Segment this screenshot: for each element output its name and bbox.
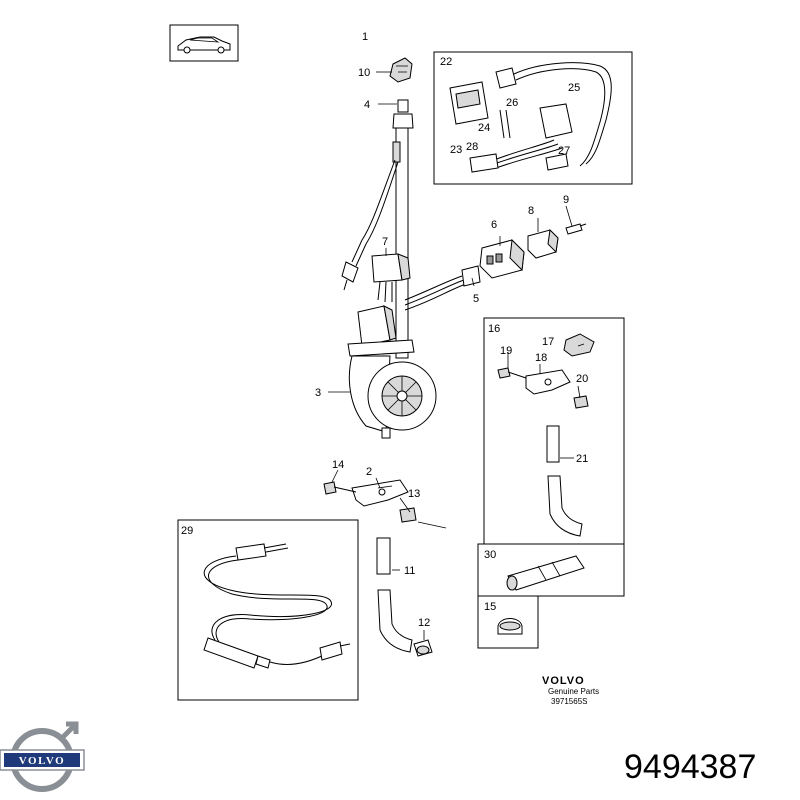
callout-29: 29 xyxy=(181,525,193,537)
callout-14: 14 xyxy=(332,459,344,471)
callout-10: 10 xyxy=(358,67,370,79)
callout-13: 13 xyxy=(408,488,420,500)
callout-26: 26 xyxy=(506,97,518,109)
callout-3: 3 xyxy=(315,387,321,399)
callout-15: 15 xyxy=(484,601,496,613)
volvo-logo-icon: VOLVO xyxy=(0,721,85,792)
callout-22: 22 xyxy=(440,56,452,68)
antenna-mast xyxy=(341,127,409,359)
callout-11: 11 xyxy=(404,565,415,577)
inset-15 xyxy=(477,595,539,649)
callout-21: 21 xyxy=(576,453,588,465)
callout-16: 16 xyxy=(488,323,500,335)
callout-28: 28 xyxy=(466,141,478,153)
footer-code: 3971565S xyxy=(551,697,587,706)
callout-19: 19 xyxy=(500,345,512,357)
terminal-9 xyxy=(565,223,587,235)
wire-harness xyxy=(404,265,481,311)
callout-7: 7 xyxy=(382,236,388,248)
relay-block xyxy=(371,253,411,303)
callout-2: 2 xyxy=(366,466,372,478)
inset-16 xyxy=(483,317,625,545)
callout-5: 5 xyxy=(473,293,479,305)
callout-17: 17 xyxy=(542,336,554,348)
logo-text: VOLVO xyxy=(19,755,65,767)
callout-18: 18 xyxy=(535,352,547,364)
callout-9: 9 xyxy=(563,194,569,206)
drain-tube-11 xyxy=(376,537,413,653)
callout-23: 23 xyxy=(450,144,462,156)
callout-1: 1 xyxy=(362,31,368,43)
antenna-top-nut xyxy=(389,57,414,129)
leader-lines xyxy=(328,71,573,640)
inset-29 xyxy=(177,519,359,701)
callout-8: 8 xyxy=(528,205,534,217)
part-number: 9494387 xyxy=(624,748,756,786)
callout-24: 24 xyxy=(478,122,490,134)
inset-22 xyxy=(433,51,633,185)
genuine-parts-block: VOLVO Genuine Parts 3971565S xyxy=(542,675,599,706)
callout-20: 20 xyxy=(576,373,588,385)
connector-8 xyxy=(527,228,559,259)
footer-genuine: Genuine Parts xyxy=(548,687,599,696)
callout-25: 25 xyxy=(568,82,580,94)
callout-30: 30 xyxy=(484,549,496,561)
callout-4: 4 xyxy=(364,99,370,111)
callout-labels: 1 10 4 7 6 8 9 5 3 2 14 13 11 12 22 25 2… xyxy=(181,31,588,629)
car-icon xyxy=(169,24,239,62)
antenna-motor xyxy=(347,305,437,439)
grommet-12 xyxy=(413,639,433,657)
callout-6: 6 xyxy=(491,219,497,231)
callout-12: 12 xyxy=(418,617,430,629)
connector-6 xyxy=(479,238,525,279)
callout-27: 27 xyxy=(558,145,570,157)
inset-30 xyxy=(477,543,625,597)
bracket-2 xyxy=(323,479,417,523)
footer-brand: VOLVO xyxy=(542,675,585,687)
